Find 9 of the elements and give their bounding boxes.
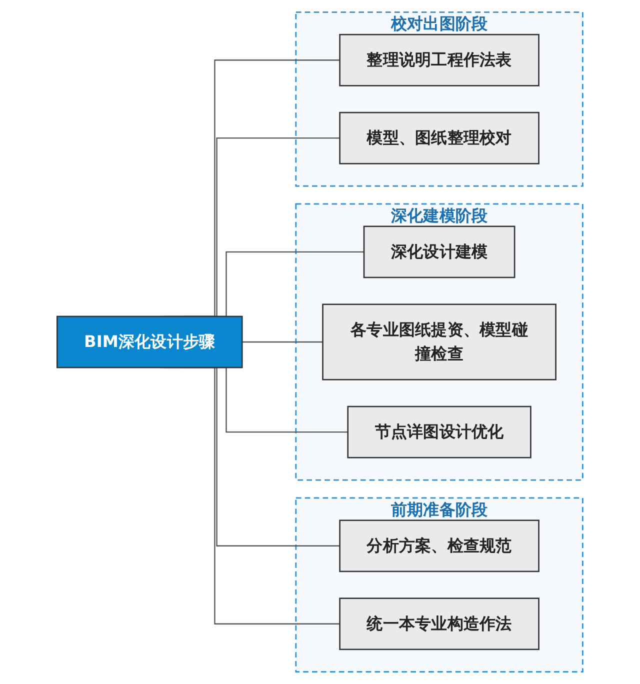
node-box: 节点详图设计优化 <box>347 406 532 458</box>
node-box: 统一本专业构造作法 <box>339 598 540 650</box>
node-box: 各专业图纸提资、模型碰撞检查 <box>322 304 557 380</box>
node-box: 深化设计建模 <box>363 226 516 278</box>
node-box: 分析方案、检查规范 <box>339 520 540 572</box>
node-box: 整理说明工程作法表 <box>339 34 540 86</box>
connector <box>242 341 323 343</box>
node-box: BIM深化设计步骤 <box>56 316 243 368</box>
node-box: 模型、图纸整理校对 <box>339 112 540 164</box>
